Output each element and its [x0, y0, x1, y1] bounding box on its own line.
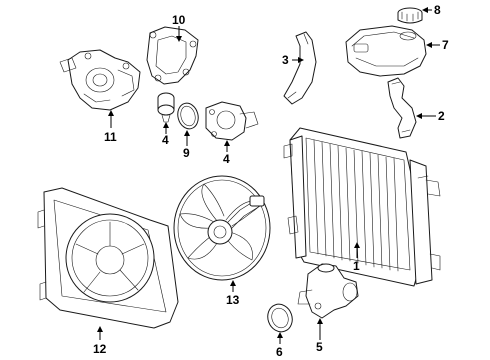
- callout-3: 3: [282, 53, 304, 67]
- part-7-coolant-reservoir: [345, 25, 427, 77]
- callout-2: 2: [416, 109, 445, 123]
- callout-label-4-left: 4: [162, 133, 169, 147]
- part-4-thermostat-housing: [205, 101, 259, 141]
- part-1-radiator: [283, 127, 441, 287]
- callout-7: 7: [426, 38, 449, 52]
- callout-label-1: 1: [353, 259, 360, 273]
- callout-6: 6: [276, 332, 283, 359]
- callout-label-7: 7: [442, 38, 449, 52]
- callout-13: 13: [226, 280, 240, 307]
- callout-label-3: 3: [282, 53, 289, 67]
- callout-label-6: 6: [276, 345, 283, 359]
- callout-label-4-right: 4: [223, 152, 230, 166]
- part-6-gasket: [267, 303, 293, 333]
- part-9-o-ring: [177, 102, 199, 130]
- part-5-water-outlet: [297, 263, 359, 319]
- callout-10: 10: [172, 13, 186, 42]
- part-3-upper-hose: [283, 31, 317, 105]
- callout-label-12: 12: [93, 342, 107, 356]
- callout-9: 9: [183, 130, 190, 160]
- part-11-water-pump-housing: [59, 49, 141, 111]
- part-4-sensor-left: [157, 92, 175, 123]
- callout-4-right: 4: [223, 140, 230, 166]
- callout-11: 11: [104, 110, 117, 144]
- callout-label-13: 13: [226, 293, 240, 307]
- callout-label-11: 11: [104, 130, 117, 144]
- callout-12: 12: [93, 326, 107, 356]
- callout-5: 5: [316, 318, 323, 354]
- callout-label-8: 8: [434, 3, 441, 17]
- callout-label-5: 5: [316, 340, 323, 354]
- part-8-reservoir-cap: [397, 7, 423, 24]
- part-13-cooling-fan: [173, 175, 271, 281]
- callout-label-10: 10: [172, 13, 186, 27]
- callout-label-9: 9: [183, 146, 190, 160]
- callout-8: 8: [422, 3, 441, 17]
- callout-4-left: 4: [162, 122, 169, 147]
- part-10-housing-cover: [146, 26, 199, 85]
- part-2-lower-hose: [387, 77, 417, 139]
- callout-1: 1: [353, 242, 360, 273]
- callout-label-2: 2: [438, 109, 445, 123]
- part-12-fan-shroud: [37, 187, 179, 329]
